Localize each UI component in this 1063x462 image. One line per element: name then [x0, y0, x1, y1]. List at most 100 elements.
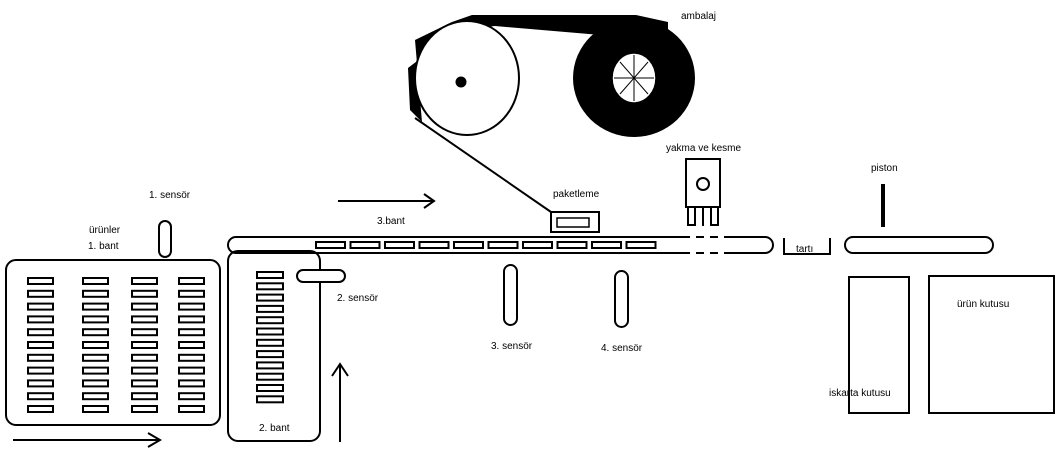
product-item	[27, 277, 54, 285]
arrow-band-3	[338, 193, 436, 209]
product-item	[131, 277, 158, 285]
product-item	[27, 302, 54, 311]
product-item	[522, 241, 553, 249]
product-item	[82, 328, 109, 337]
label-sensor-2: 2. sensör	[337, 293, 379, 304]
product-item	[131, 315, 158, 324]
label-tarti: tartı	[796, 244, 813, 255]
sensor-2	[296, 269, 346, 283]
product-item	[256, 271, 284, 279]
product-item	[131, 366, 158, 375]
product-item	[625, 241, 657, 249]
product-item	[82, 289, 109, 298]
product-item	[178, 328, 205, 337]
bant-2	[227, 250, 321, 442]
cut-gap	[682, 232, 732, 258]
label-ambalaj: ambalaj	[681, 11, 716, 22]
product-item	[27, 341, 54, 349]
label-bant-3: 3.bant	[377, 216, 405, 227]
product-item	[82, 392, 109, 401]
product-item	[487, 241, 519, 249]
product-item	[82, 277, 109, 285]
product-item	[27, 315, 54, 324]
roller-axle	[455, 76, 467, 88]
label-yakma-kesme: yakma ve kesme	[666, 143, 741, 154]
product-item	[256, 350, 284, 359]
product-item	[178, 392, 205, 401]
label-paketleme: paketleme	[553, 189, 600, 200]
product-item	[178, 341, 205, 349]
product-item	[256, 372, 284, 381]
product-item	[256, 282, 284, 291]
product-item	[131, 405, 158, 413]
product-item	[591, 241, 622, 249]
product-item	[82, 353, 109, 362]
label-piston: piston	[871, 163, 898, 174]
bant-1	[5, 259, 221, 426]
product-item	[453, 241, 484, 249]
film-roll-spokes	[614, 55, 654, 101]
product-item	[82, 302, 109, 311]
product-item	[256, 293, 284, 302]
product-item	[131, 341, 158, 349]
product-item	[27, 366, 54, 375]
iskarta-kutusu	[848, 276, 910, 414]
product-item	[27, 289, 54, 298]
product-item	[256, 395, 284, 404]
output-conveyor	[844, 236, 994, 254]
yakma-kesme-unit	[685, 158, 721, 226]
product-item	[131, 392, 158, 401]
paketleme-inner	[556, 217, 590, 228]
product-item	[27, 379, 54, 388]
product-item	[178, 405, 205, 413]
label-bant-1: 1. bant	[88, 241, 119, 252]
product-item	[82, 341, 109, 349]
arrow-band-2	[331, 362, 349, 442]
label-iskarta-kutusu: iskarta kutusu	[829, 388, 891, 399]
product-item	[256, 304, 284, 313]
product-item	[178, 366, 205, 375]
product-item	[556, 241, 588, 249]
product-item	[178, 277, 205, 285]
product-item	[131, 353, 158, 362]
sensor-3	[503, 264, 518, 326]
product-item	[256, 361, 284, 370]
band-3-products	[315, 241, 657, 249]
label-sensor-4: 4. sensör	[601, 343, 643, 354]
product-item	[178, 353, 205, 362]
product-item	[349, 241, 381, 249]
product-item	[131, 289, 158, 298]
ambalaj-unit	[408, 15, 695, 213]
product-item	[256, 327, 284, 336]
label-sensor-3: 3. sensör	[491, 341, 533, 352]
arrow-band-1	[13, 432, 162, 448]
product-item	[27, 353, 54, 362]
sensor-1	[158, 220, 172, 258]
product-item	[384, 241, 415, 249]
urun-kutusu	[928, 275, 1055, 414]
product-item	[178, 289, 205, 298]
label-sensor-1: 1. sensör	[149, 190, 191, 201]
label-urunler: ürünler	[89, 225, 121, 236]
product-item	[256, 384, 284, 392]
sensor-4	[614, 270, 629, 328]
product-item	[27, 328, 54, 337]
product-item	[82, 405, 109, 413]
product-item	[82, 315, 109, 324]
product-item	[178, 302, 205, 311]
product-item	[27, 392, 54, 401]
product-item	[178, 315, 205, 324]
band-2-products	[256, 271, 284, 404]
product-item	[178, 379, 205, 388]
label-bant-2: 2. bant	[259, 423, 290, 434]
product-item	[418, 241, 450, 249]
product-item	[256, 316, 284, 325]
product-item	[82, 379, 109, 388]
product-item	[315, 241, 346, 249]
product-item	[131, 302, 158, 311]
product-item	[256, 338, 284, 347]
product-item	[131, 379, 158, 388]
film-belt-down	[414, 117, 552, 213]
